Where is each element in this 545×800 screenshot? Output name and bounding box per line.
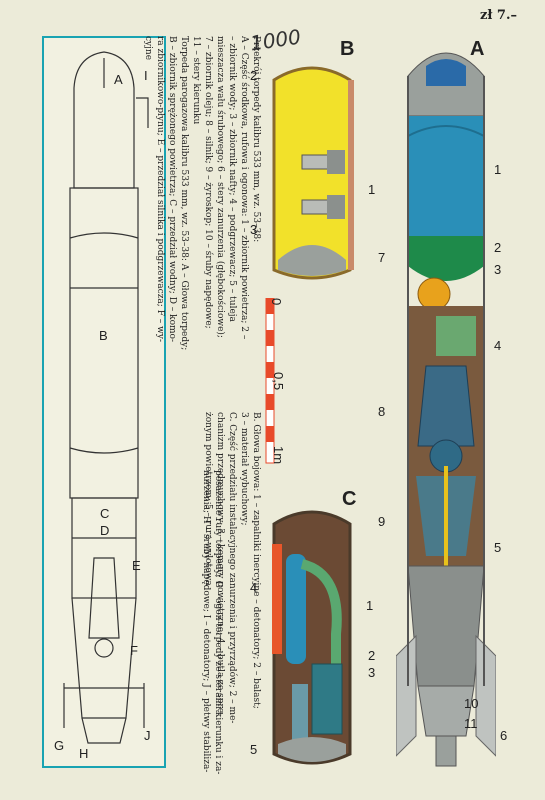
caption-frame-line: cyjne xyxy=(143,36,153,61)
caption-b-line: żonym powietrzem; 5 – rura wylotowa xyxy=(203,412,213,586)
callout-c-3: 3 xyxy=(368,665,376,680)
schematic-label-e: E xyxy=(132,558,141,573)
schematic-label-f: F xyxy=(130,643,138,658)
callout-a-11: 11 xyxy=(464,716,478,731)
caption-b-line: chanizm przedmuchowy; 3 – komory powietr… xyxy=(215,412,225,717)
schematic-label-c: C xyxy=(100,506,110,521)
caption-b-line: C. Część przedziału instalacyjnego zanur… xyxy=(227,412,237,724)
callout-c-5: 5 xyxy=(250,742,258,757)
callout-b-3: 3 xyxy=(250,222,258,237)
schematic-label-i: I xyxy=(144,68,148,83)
caption-b-line: 3 – materiał wybuchowy; xyxy=(239,412,249,526)
caption-frame-block: Torpeda parogazowa kalibru 533 mm, wz. 5… xyxy=(142,36,190,350)
price-label: zł 7.– xyxy=(480,8,517,23)
callout-c-4: 4 xyxy=(250,580,258,595)
caption-a-line: 11 – stery kierunku xyxy=(191,36,201,125)
schematic-label-h: H xyxy=(79,746,89,761)
schematic-label-d: D xyxy=(100,523,110,538)
caption-a-line: A – Część środkowa, rufowa i ogonowa: 1 … xyxy=(239,36,249,340)
caption-a-line: 7 – zbiornik oleju; 8 – silnik; 9 – żyro… xyxy=(203,36,213,329)
section-letter-a: A xyxy=(470,38,485,60)
callout-a-3: 3 xyxy=(494,262,502,277)
caption-a-line: – zbiornik wody; 3 – zbiornik nafty; 4 –… xyxy=(227,36,237,322)
callout-b-1: 1 xyxy=(368,182,376,197)
callout-c-2: 2 xyxy=(368,648,376,663)
caption-a-line: mieszacza wału śrubowego; 6 – stery zanu… xyxy=(215,36,225,338)
callout-a-6: 6 xyxy=(500,728,508,743)
caption-frame-line: Torpeda parogazowa kalibru 533 mm, wz. 5… xyxy=(179,36,189,351)
caption-frame-line: ra zbiornikowo-płynu; E – przedział siln… xyxy=(155,36,165,342)
caption-b-block: B. Głowa bojowa: 1 – zapalniki inercyjne… xyxy=(202,412,262,723)
schematic-label-j: J xyxy=(144,728,151,743)
schematic-label-b: B xyxy=(99,328,108,343)
callout-a-9: 9 xyxy=(378,514,386,529)
scale-zero: 0 xyxy=(269,298,284,306)
callout-a-8: 8 xyxy=(378,404,386,419)
schematic-frame: A B C D E F G H I J xyxy=(42,36,166,768)
callout-b-2: 2 xyxy=(250,68,258,83)
torpedo-schematic xyxy=(63,51,149,744)
scale-one: 1m xyxy=(271,446,286,465)
scale-half: 0,5 xyxy=(271,372,286,391)
callout-c-1: 1 xyxy=(366,598,374,613)
section-c-drawing xyxy=(272,510,352,765)
callout-a-5: 5 xyxy=(494,540,502,555)
torpedo-a-drawing xyxy=(396,52,496,767)
callout-a-4: 4 xyxy=(494,338,502,353)
scale-bar xyxy=(265,298,275,464)
caption-frame-line: B – zbiornik sprężonego powietrza; C – p… xyxy=(167,36,177,342)
schematic-label-a: A xyxy=(114,72,123,87)
callout-a-10: 10 xyxy=(464,696,479,711)
callout-a-2: 2 xyxy=(494,240,502,255)
section-letter-c: C xyxy=(342,488,357,510)
callout-a-1: 1 xyxy=(494,162,502,177)
section-letter-b: B xyxy=(340,38,355,60)
callout-a-7: 7 xyxy=(378,250,386,265)
warhead-b-drawing xyxy=(272,66,354,280)
schematic-label-g: G xyxy=(54,738,65,753)
